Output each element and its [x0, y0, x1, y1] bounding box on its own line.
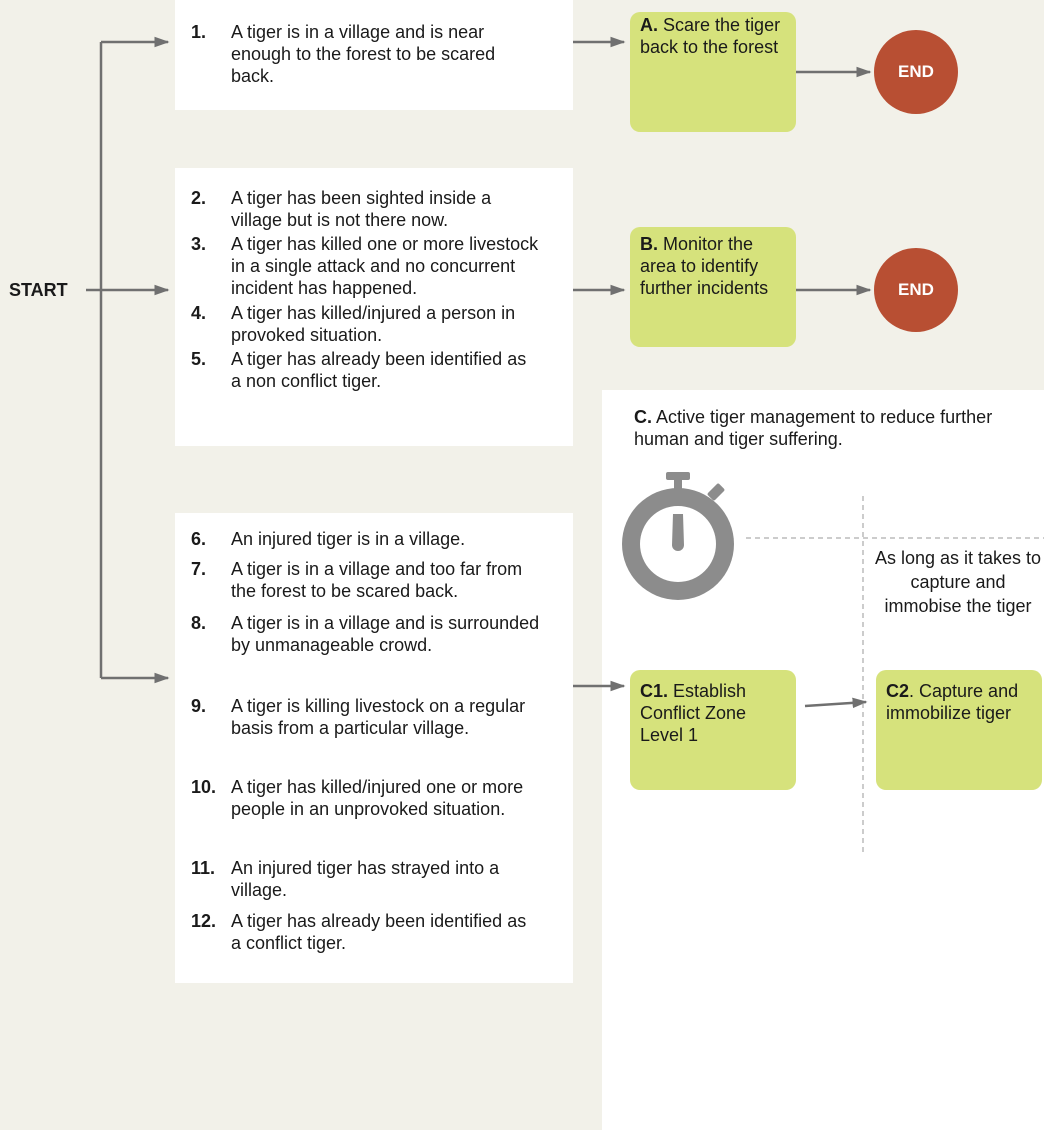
action-c1-text: Establish Conflict Zone Level 1: [640, 681, 747, 745]
condition-number: 10.: [191, 777, 217, 797]
condition-item-11: 11. An injured tiger has strayed into a …: [191, 857, 541, 901]
action-b-box: B. Monitor the area to identify further …: [630, 227, 796, 347]
condition-number: 3.: [191, 234, 207, 254]
action-c2-key: C2: [886, 681, 910, 701]
condition-number: 2.: [191, 188, 207, 208]
action-c1-box: C1. Establish Conflict Zone Level 1: [630, 670, 796, 790]
action-c-text: Active tiger management to reduce furthe…: [634, 407, 993, 449]
condition-text: A tiger has already been identified as a…: [231, 349, 527, 391]
condition-item-12: 12. A tiger has already been identified …: [191, 910, 541, 954]
condition-item-9: 9. A tiger is killing livestock on a reg…: [191, 695, 541, 739]
condition-text: An injured tiger has strayed into a vill…: [231, 858, 500, 900]
condition-number: 9.: [191, 696, 207, 716]
condition-group-3: 6. An injured tiger is in a village. 7. …: [175, 513, 573, 983]
action-b-key: B.: [640, 234, 658, 254]
duration-note: As long as it takes to capture and immob…: [874, 548, 1042, 616]
condition-item-7: 7. A tiger is in a village and too far f…: [191, 558, 541, 602]
action-a-box: A. Scare the tiger back to the forest: [630, 12, 796, 132]
condition-number: 12.: [191, 911, 217, 931]
end-node-a: END: [874, 30, 958, 114]
condition-item-10: 10. A tiger has killed/injured one or mo…: [191, 776, 541, 820]
action-c2-box: C2. Capture and immobilize tiger: [876, 670, 1042, 790]
condition-number: 6.: [191, 529, 207, 549]
condition-number: 4.: [191, 303, 207, 323]
condition-number: 11.: [191, 858, 216, 878]
condition-text: An injured tiger is in a village.: [231, 529, 466, 549]
stopwatch-icon: [622, 472, 734, 600]
action-b-text: Monitor the area to identify further inc…: [640, 234, 769, 298]
condition-text: A tiger is in a village and too far from…: [231, 559, 523, 601]
condition-group-2: 2. A tiger has been sighted inside a vil…: [175, 168, 573, 446]
condition-text: A tiger is in a village and is near enou…: [231, 22, 496, 86]
condition-text: A tiger has killed/injured one or more p…: [231, 777, 524, 819]
condition-item-6: 6. An injured tiger is in a village.: [191, 528, 541, 550]
condition-item-5: 5. A tiger has already been identified a…: [191, 348, 541, 392]
action-a-key: A.: [640, 15, 658, 35]
condition-text: A tiger has killed one or more livestock…: [231, 234, 539, 298]
condition-item-8: 8. A tiger is in a village and is surrou…: [191, 612, 541, 656]
condition-number: 7.: [191, 559, 207, 579]
condition-group-1: 1. A tiger is in a village and is near e…: [175, 0, 573, 110]
condition-item-2: 2. A tiger has been sighted inside a vil…: [191, 187, 541, 231]
condition-text: A tiger is in a village and is surrounde…: [231, 613, 540, 655]
condition-item-4: 4. A tiger has killed/injured a person i…: [191, 302, 541, 346]
condition-text: A tiger has already been identified as a…: [231, 911, 527, 953]
condition-text: A tiger has been sighted inside a villag…: [231, 188, 492, 230]
action-c1-key: C1.: [640, 681, 669, 701]
start-label: START: [9, 280, 68, 300]
end-node-b: END: [874, 248, 958, 332]
condition-item-3: 3. A tiger has killed one or more livest…: [191, 233, 541, 299]
condition-text: A tiger has killed/injured a person in p…: [231, 303, 516, 345]
condition-number: 5.: [191, 349, 207, 369]
action-c-key: C.: [634, 407, 652, 427]
action-a-text: Scare the tiger back to the forest: [640, 15, 781, 57]
condition-number: 8.: [191, 613, 207, 633]
action-c2-text: . Capture and immobilize tiger: [886, 681, 1019, 723]
condition-number: 1.: [191, 22, 207, 42]
condition-text: A tiger is killing livestock on a regula…: [231, 696, 526, 738]
condition-item-1: 1. A tiger is in a village and is near e…: [191, 21, 541, 87]
arrow-c1-to-c2: [804, 697, 868, 709]
action-c-heading: C. Active tiger management to reduce fur…: [634, 406, 1024, 450]
